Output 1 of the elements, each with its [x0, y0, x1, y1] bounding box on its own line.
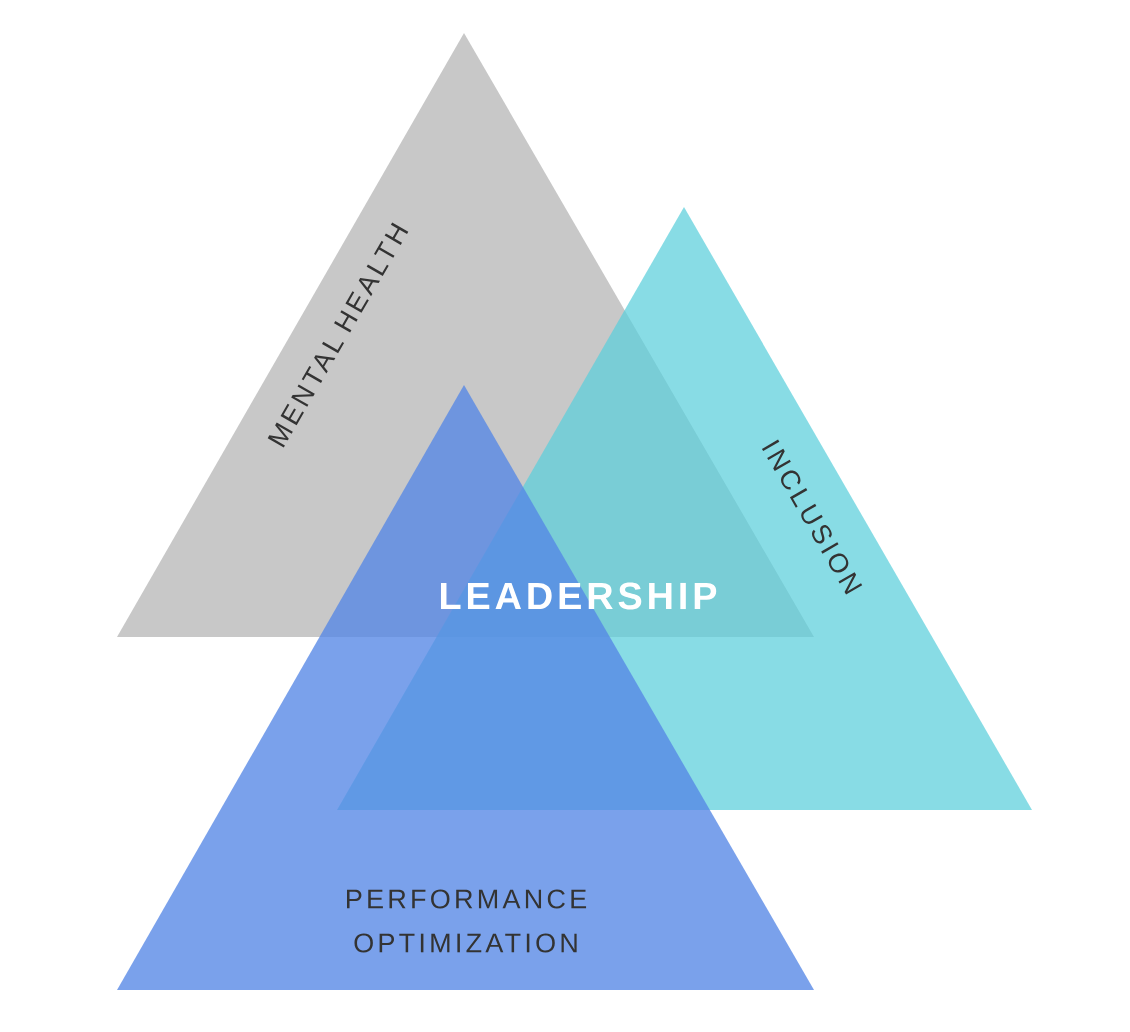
- center-label: LEADERSHIP: [441, 582, 717, 610]
